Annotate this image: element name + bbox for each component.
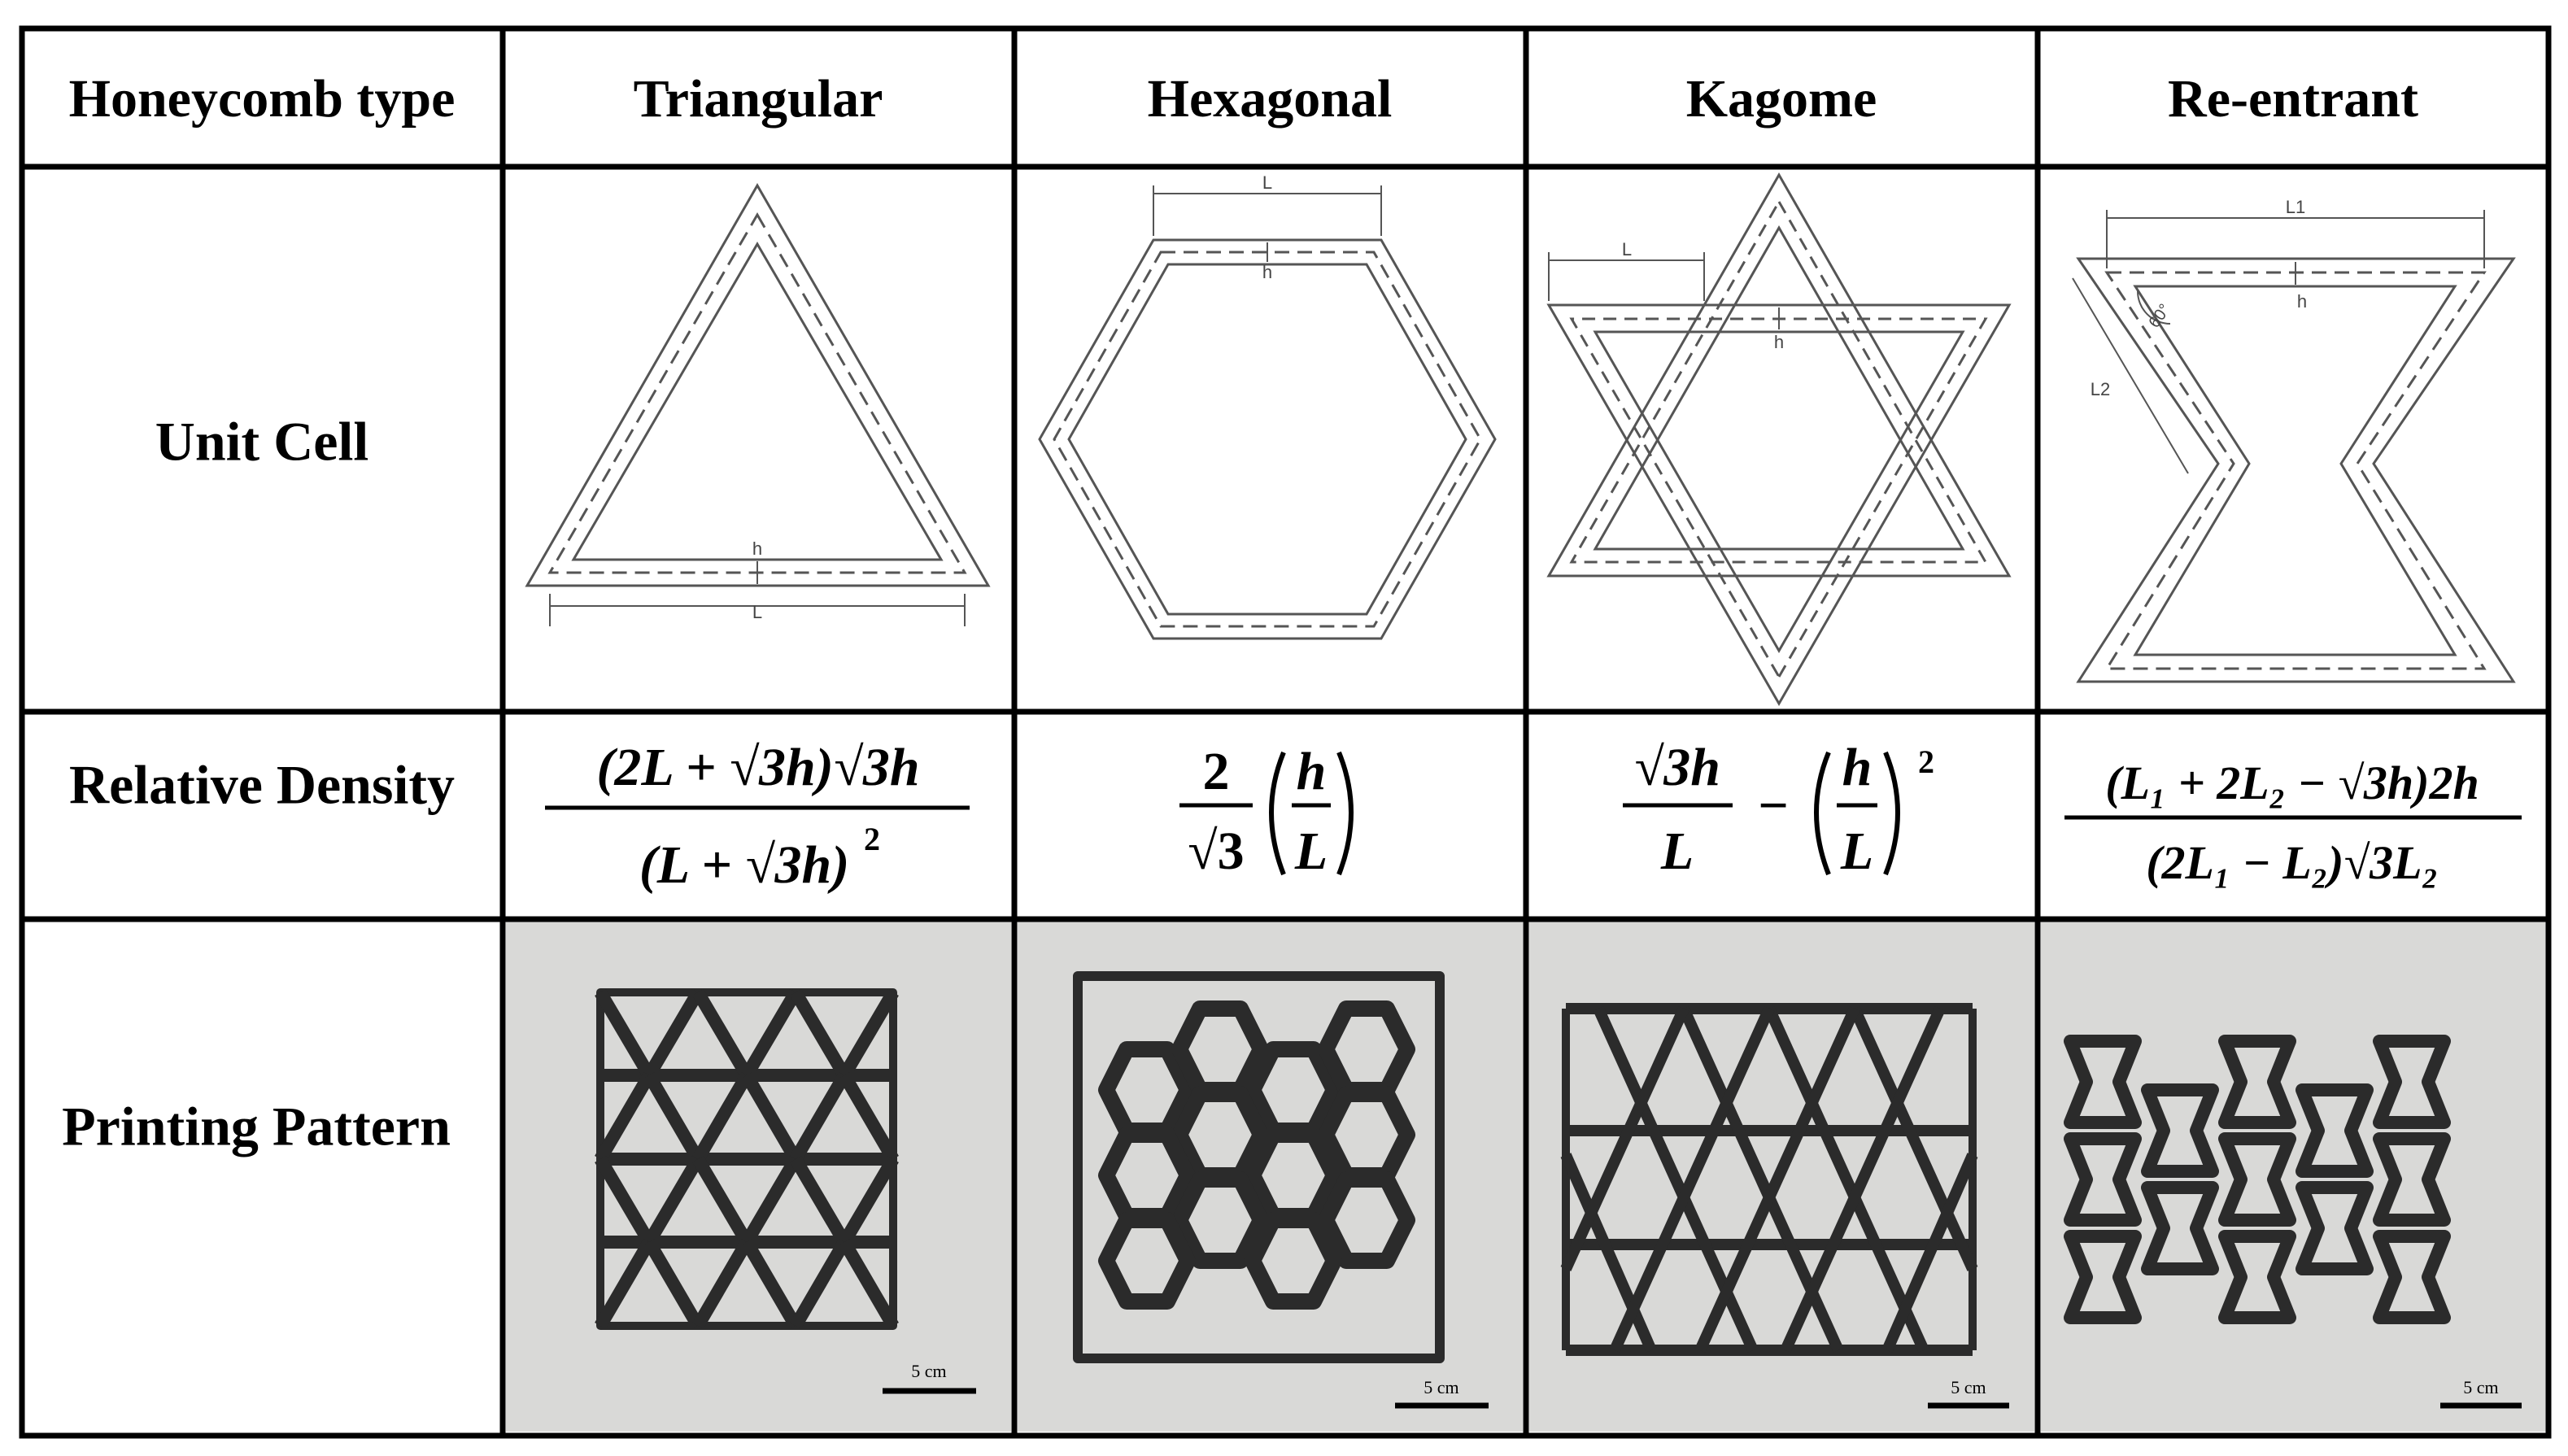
- kagome-h-label: h: [1774, 332, 1784, 352]
- reentrant-l2-label: L2: [2091, 379, 2110, 399]
- hexagonal-h-label: h: [1262, 262, 1272, 282]
- row-label-printing-pattern: Printing Pattern: [62, 1095, 451, 1157]
- formula-hexagonal-coef-den: √3: [1188, 822, 1244, 881]
- formula-reentrant-numerator: (L₁ + 2L₂ − √3h)2h: [2105, 756, 2479, 809]
- formula-kagome-paren-den: L: [1840, 822, 1873, 881]
- hexagonal-l-label: L: [1262, 172, 1272, 193]
- scale-label-reentrant: 5 cm: [2463, 1377, 2498, 1397]
- unit-cell-reentrant: [2072, 210, 2516, 683]
- reentrant-h-label: h: [2297, 291, 2307, 312]
- formula-reentrant: (L₁ + 2L₂ − √3h)2h (2L₁ − L₂)√3L₂: [2064, 756, 2522, 889]
- formula-kagome: √3h L − h L 2: [1623, 738, 1934, 881]
- formula-kagome-first-den: L: [1660, 822, 1694, 881]
- sample-kagome: [1560, 1003, 1978, 1356]
- unit-cell-triangular: [525, 182, 991, 626]
- formula-kagome-power: 2: [1918, 743, 1934, 780]
- formula-hexagonal-paren-num: h: [1297, 742, 1327, 801]
- kagome-l-label: L: [1622, 239, 1632, 259]
- formula-hexagonal-coef-num: 2: [1203, 742, 1230, 801]
- formula-kagome-first-num: √3h: [1634, 738, 1720, 797]
- header-kagome: Kagome: [1685, 69, 1877, 129]
- header-hexagonal: Hexagonal: [1147, 69, 1393, 129]
- unit-cell-hexagonal: [1038, 185, 1497, 640]
- scale-label-triangular: 5 cm: [911, 1361, 946, 1381]
- table-grid: [19, 25, 2552, 1439]
- sample-triangular: [595, 988, 899, 1330]
- header-honeycomb-type: Honeycomb type: [68, 69, 456, 129]
- triangular-l-label: L: [752, 602, 762, 622]
- formula-triangular-denominator: (L + √3h): [639, 835, 849, 895]
- formula-reentrant-denominator: (2L₁ − L₂)√3L₂: [2146, 836, 2439, 889]
- scale-bars: [883, 1388, 2522, 1409]
- scale-label-kagome: 5 cm: [1951, 1377, 1986, 1397]
- reentrant-angle-label: 60°: [2145, 301, 2173, 331]
- formula-hexagonal: 2 √3 h L: [1179, 742, 1354, 881]
- row-label-relative-density: Relative Density: [68, 753, 456, 816]
- triangular-h-label: h: [752, 538, 762, 559]
- formula-triangular-power: 2: [864, 821, 880, 857]
- formula-triangular: (2L + √3h)√3h (L + √3h) 2: [545, 738, 970, 895]
- reentrant-l1-label: L1: [2286, 197, 2305, 217]
- sample-reentrant: [2064, 1035, 2451, 1324]
- photo-bg-triangular: [506, 922, 1011, 1432]
- header-reentrant: Re-entrant: [2168, 69, 2418, 129]
- formula-kagome-paren-num: h: [1842, 738, 1873, 797]
- formula-kagome-minus: −: [1758, 776, 1789, 835]
- sample-hexagonal: [1073, 971, 1445, 1363]
- header-triangular: Triangular: [633, 69, 883, 129]
- unit-cell-kagome: [1546, 172, 2012, 706]
- formula-triangular-numerator: (2L + √3h)√3h: [596, 738, 919, 797]
- row-label-unit-cell: Unit Cell: [155, 410, 369, 473]
- scale-label-hexagonal: 5 cm: [1424, 1377, 1458, 1397]
- formula-hexagonal-paren-den: L: [1294, 822, 1328, 881]
